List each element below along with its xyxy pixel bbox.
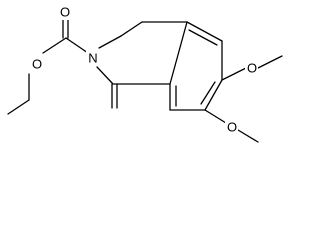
- bond-c8a-c4a: [169, 21, 188, 85]
- bond-o-ch3-6: [257, 55, 283, 69]
- bond-n-c1: [96, 66, 114, 85]
- bond-ethyl: [7, 99, 30, 115]
- carbonyl-oxygen-label: O: [60, 4, 70, 19]
- bond-o-ch3-7: [237, 129, 259, 143]
- bond-c3-c4: [120, 21, 143, 37]
- bond-c6-c7: [204, 79, 223, 111]
- ring-nitrogen-label: N: [88, 50, 97, 65]
- bond-c4a-c5-inner: [188, 29, 218, 46]
- bond-carbonyl-n: [65, 37, 89, 54]
- methoxy-oxygen-7-label: O: [227, 119, 237, 134]
- bond-c4a-c5: [186, 21, 223, 42]
- methoxy-oxygen-6-label: O: [247, 60, 257, 75]
- bond-c7-o: [204, 109, 227, 124]
- ester-oxygen-label: O: [32, 56, 42, 71]
- bond-c6-o: [221, 67, 247, 81]
- atom-labels: O O N O O: [30, 4, 258, 135]
- molecule-diagram: O O N O O: [7, 4, 283, 143]
- bond-n-c3: [98, 35, 122, 49]
- bond-carbonyl-ester-o: [42, 37, 67, 54]
- bonds: [7, 19, 283, 143]
- bond-c6-c7-inner: [200, 81, 216, 105]
